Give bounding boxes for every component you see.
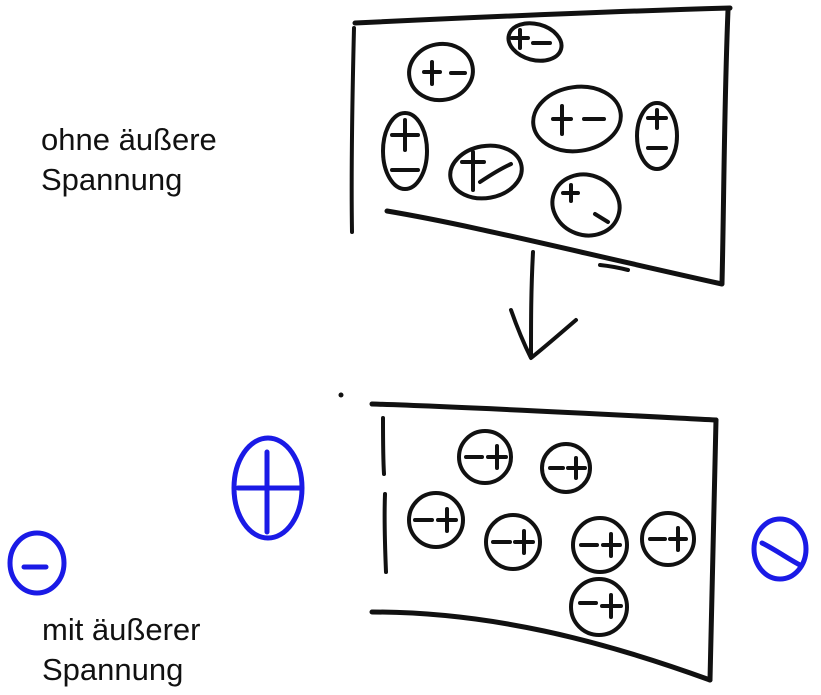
dipole-icon (506, 21, 564, 63)
dipoles-aligned (407, 429, 696, 637)
label-without-voltage-line1: ohne äußere (41, 122, 217, 157)
lower-box-left-edge-upper (381, 416, 386, 476)
lower-box-bottom-edge (369, 609, 713, 683)
dipole-icon (448, 143, 524, 201)
dipole-icon (484, 513, 542, 571)
dipole-icon (571, 516, 629, 574)
down-arrow-icon (509, 250, 578, 360)
label-with-voltage: mit äußerer Spannung (42, 610, 200, 690)
label-with-voltage-line2: Spannung (42, 652, 184, 687)
dipole-icon (635, 101, 679, 171)
external-electrodes (7, 435, 809, 596)
dipoles-random-orientation (381, 21, 679, 238)
material-box-with-field (369, 401, 719, 683)
dipole-icon (640, 511, 696, 567)
dipole-icon (531, 84, 623, 154)
upper-box-bottom-edge (384, 208, 725, 287)
material-box-without-field (349, 5, 733, 287)
lower-box-top-edge (369, 401, 719, 423)
upper-box-bottom-stub (598, 263, 630, 272)
label-without-voltage-line2: Spannung (41, 162, 183, 197)
dipole-icon (381, 111, 429, 191)
dipole-icon (569, 577, 629, 637)
plus-charge-icon (231, 435, 305, 541)
minus-charge-icon (751, 516, 809, 582)
label-with-voltage-line1: mit äußerer (42, 612, 201, 647)
dipole-icon (407, 41, 475, 103)
label-without-voltage: ohne äußere Spannung (41, 120, 217, 200)
lower-box-right-edge (707, 417, 719, 683)
dipole-icon (550, 172, 622, 238)
lower-box-left-edge-lower (382, 492, 388, 574)
upper-box-right-edge (719, 7, 731, 286)
upper-box-top-edge (352, 5, 733, 26)
dipole-icon (540, 442, 592, 494)
dipole-icon (457, 429, 513, 485)
stray-dot (338, 392, 344, 398)
upper-box-left-edge (349, 26, 356, 234)
dipole-icon (407, 491, 465, 549)
minus-charge-icon (7, 530, 67, 596)
